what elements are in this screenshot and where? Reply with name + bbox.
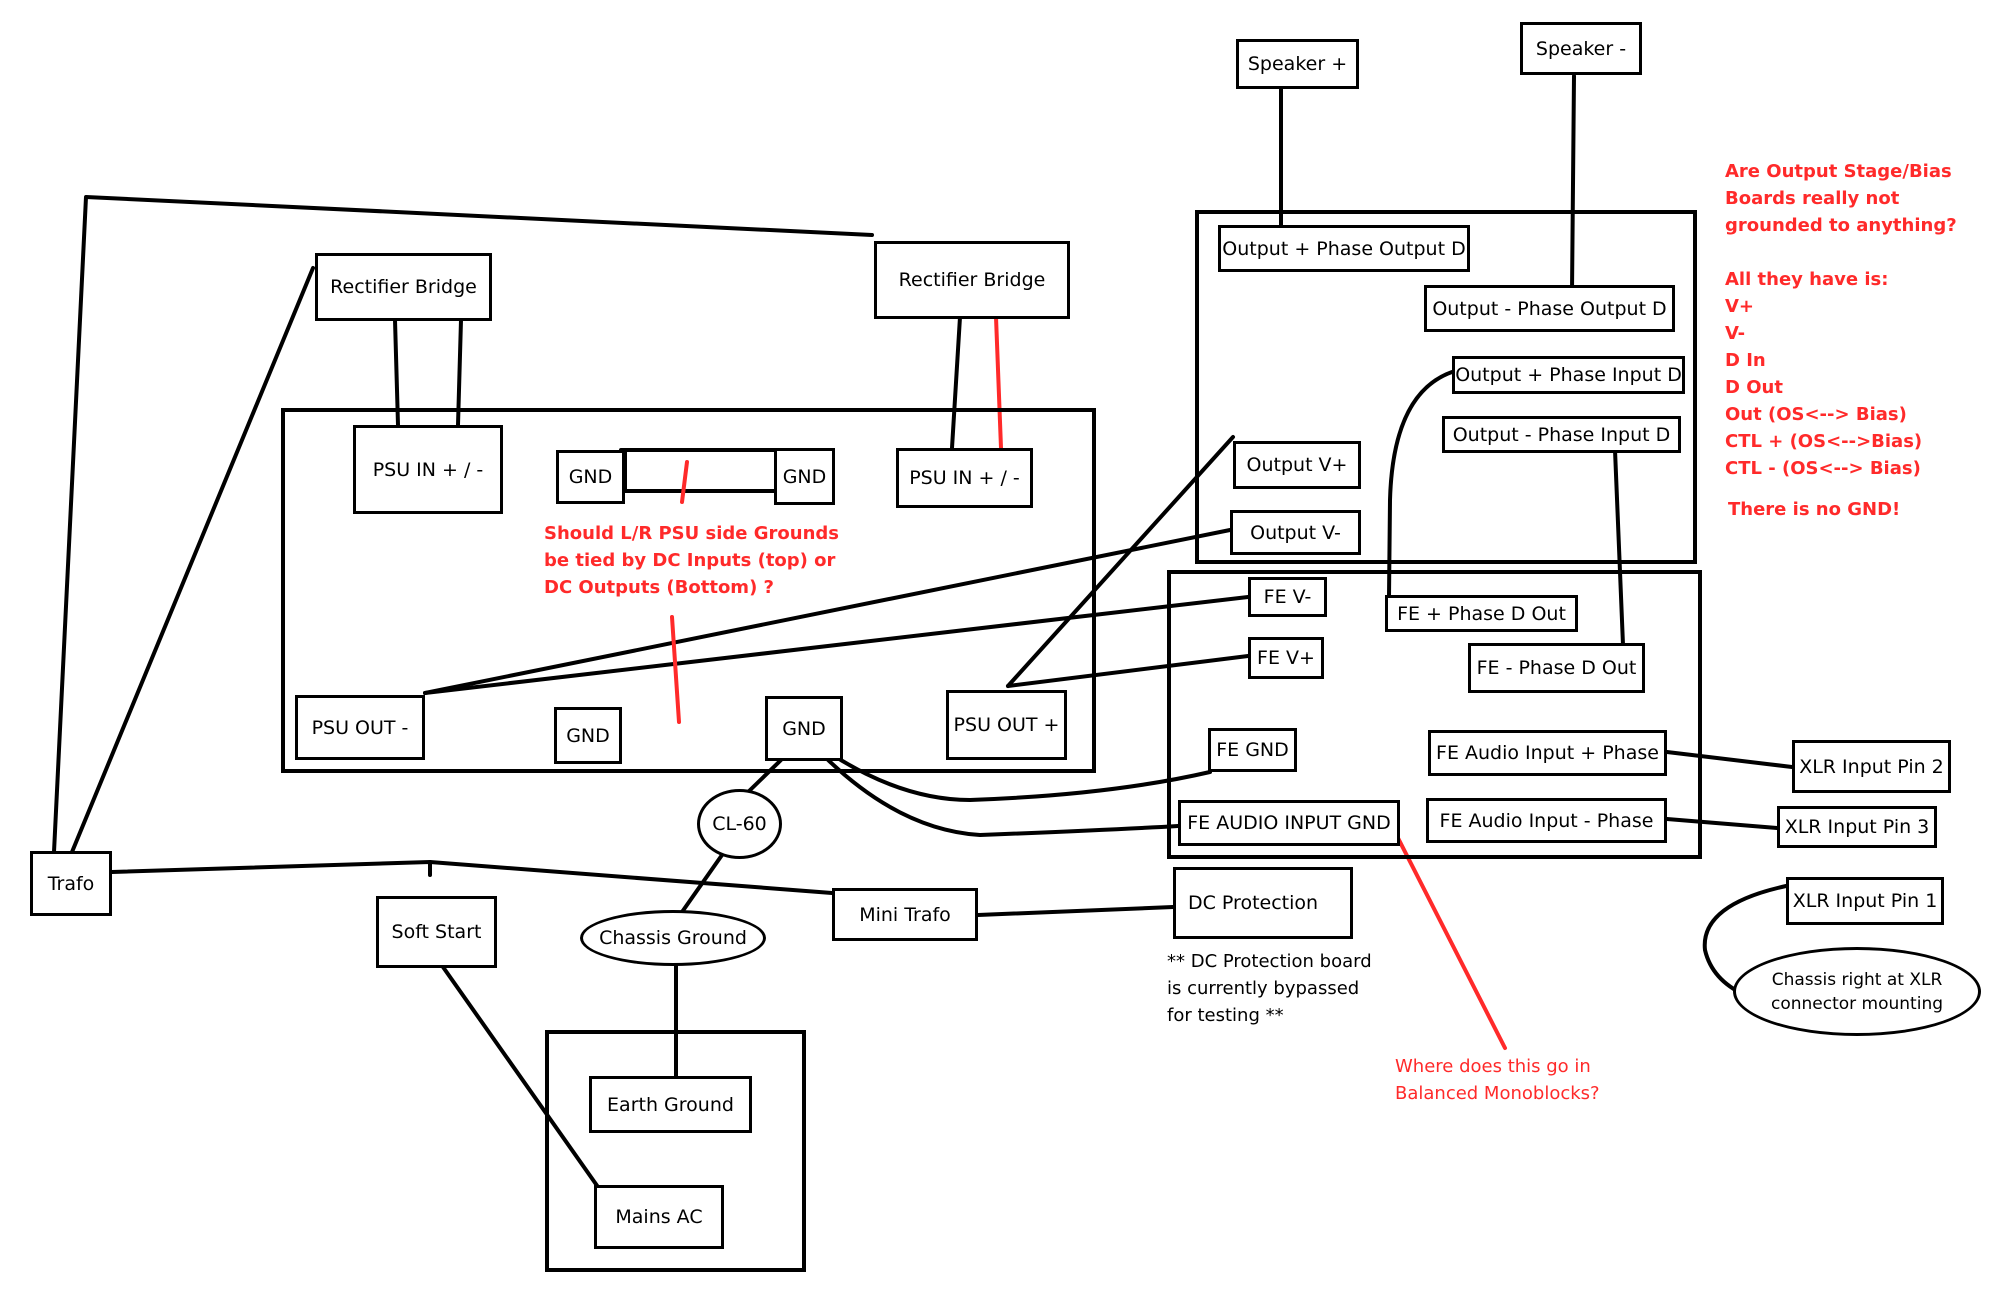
fe-v-minus-box: FE V- [1248,577,1327,617]
wire-trafo-top [52,195,874,854]
speaker-minus-box: Speaker - [1520,22,1642,75]
wire-gnd-fe-input-gnd [823,755,1180,837]
wire-mini-trafo-dc [976,905,1175,917]
wire-out-minus-input-d [1613,448,1625,647]
fe-gnd-box: FE GND [1208,728,1297,772]
fe-audio-input-plus-box: FE Audio Input + Phase [1428,730,1667,776]
output-minus-phase-input-d-box: Output - Phase Input D [1442,416,1681,453]
fe-plus-phase-d-out-box: FE + Phase D Out [1385,595,1578,632]
cl60-oval: CL-60 [697,789,782,859]
red-wire-gnd-question-top [680,460,689,504]
rectifier-bridge-left-box: Rectifier Bridge [315,253,492,321]
trafo-box: Trafo [30,851,112,916]
input-gnd-question-note: Where does this go in Balanced Monoblock… [1395,1056,1600,1104]
output-plus-phase-output-d-box: Output + Phase Output D [1218,225,1470,272]
no-gnd-note: There is no GND! [1728,499,1901,520]
output-minus-phase-output-d-box: Output - Phase Output D [1424,285,1675,332]
fe-audio-input-gnd-box: FE AUDIO INPUT GND [1178,800,1400,846]
output-plus-phase-input-d-box: Output + Phase Input D [1452,356,1685,394]
gnd-bottom-left-box: GND [554,707,622,764]
mini-trafo-box: Mini Trafo [832,888,978,941]
wire-xlr1-chassis [1702,884,1788,997]
wire-out-plus-input-d [1387,370,1454,599]
wire-rect-left-psu-a [393,318,400,427]
fe-v-plus-box: FE V+ [1248,637,1324,679]
psu-board-frame [281,408,1096,773]
wire-rect-right-psu-a [950,315,962,450]
rectifier-bridge-right-box: Rectifier Bridge [874,241,1070,319]
dc-protection-box: DC Protection [1173,867,1353,939]
gnd-top-left-box: GND [556,450,625,504]
wire-fe-plus-xlr2 [1665,750,1794,769]
wire-trafo-mini-trafo [110,860,834,895]
gnd-bottom-right-box: GND [765,696,843,761]
earth-ground-box: Earth Ground [589,1076,752,1133]
fe-audio-input-minus-box: FE Audio Input - Phase [1426,798,1667,843]
output-stage-question-note: Are Output Stage/Bias Boards really not … [1725,161,1957,479]
red-wire-rect-right-psu [994,315,1003,450]
wire-gnd-fe-gnd [823,748,1212,802]
output-v-minus-box: Output V- [1230,510,1361,555]
chassis-ground-oval: Chassis Ground [580,910,766,966]
speaker-plus-box: Speaker + [1236,39,1359,89]
red-wire-input-gnd-question [1396,836,1507,1050]
wire-psu-plus-fe-v-plus [1006,654,1250,688]
soft-start-box: Soft Start [376,896,497,968]
psu-in-right-box: PSU IN + / - [896,448,1033,508]
mains-ac-box: Mains AC [594,1185,724,1249]
psu-in-left-box: PSU IN + / - [353,425,503,514]
psu-out-minus-box: PSU OUT - [295,695,425,760]
wire-psu-minus-fe-v-minus [423,595,1250,695]
dc-protection-note: ** DC Protection board is currently bypa… [1167,951,1372,1026]
xlr-input-pin3-box: XLR Input Pin 3 [1777,806,1937,848]
gnd-top-right-box: GND [774,448,835,505]
psu-out-plus-box: PSU OUT + [946,690,1067,760]
wire-speaker-minus [1570,74,1576,294]
output-v-plus-box: Output V+ [1233,441,1361,489]
xlr-input-pin2-box: XLR Input Pin 2 [1792,740,1951,793]
chassis-xlr-oval: Chassis right at XLR connector mounting [1733,947,1981,1036]
wire-soft-start-mains [441,965,600,1189]
red-wire-gnd-question-bottom [670,615,681,724]
front-end-board-frame [1167,570,1702,859]
wire-rect-left-psu-b [456,318,463,427]
fe-minus-phase-d-out-box: FE - Phase D Out [1468,643,1645,693]
output-stage-board-frame [1195,210,1697,564]
wire-gnd-cl60 [743,758,783,797]
wire-gnd-top-link [619,448,782,493]
wire-trafo-rectifier-left [70,266,315,854]
psu-ground-question-note: Should L/R PSU side Grounds be tied by D… [544,523,839,598]
wire-fe-minus-xlr3 [1665,817,1779,830]
mains-enclosure-frame [545,1030,806,1272]
xlr-input-pin1-box: XLR Input Pin 1 [1786,877,1944,925]
